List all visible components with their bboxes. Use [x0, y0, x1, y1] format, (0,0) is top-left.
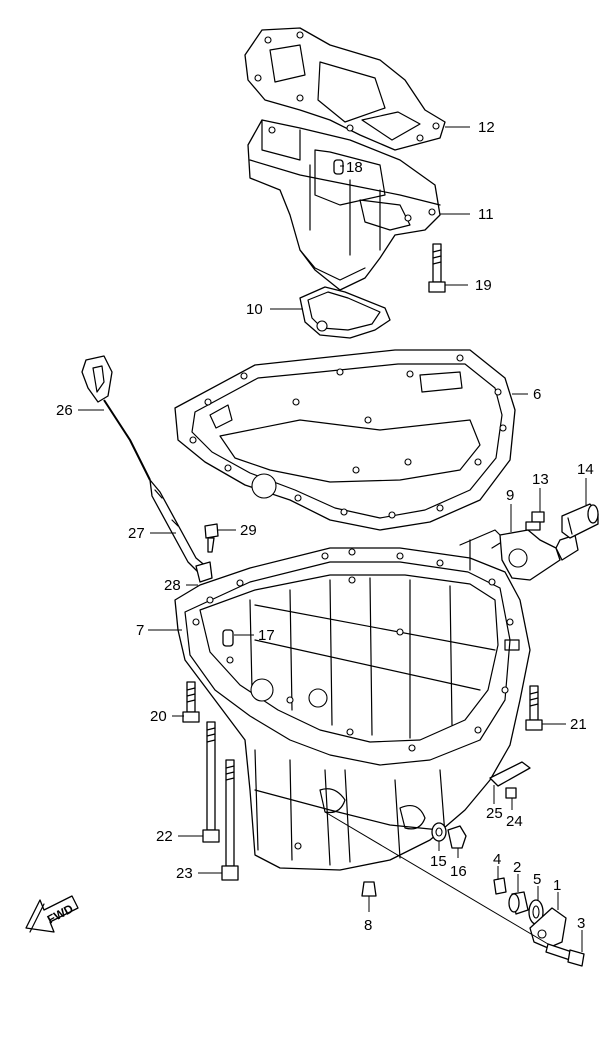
- callout-22: 22: [156, 828, 173, 845]
- bolt-21: [525, 685, 543, 731]
- bracket-25: [489, 761, 531, 787]
- hose-connector-14: [561, 503, 599, 539]
- screw-24: [505, 787, 517, 799]
- callout-16: 16: [450, 863, 467, 880]
- callout-25: 25: [486, 805, 503, 822]
- oil-pan-gasket: [174, 349, 516, 531]
- washer-15: [431, 822, 447, 842]
- bolt-13: [525, 511, 545, 531]
- callout-23: 23: [176, 865, 193, 882]
- callout-6: 6: [533, 386, 541, 403]
- oil-pan: [174, 529, 531, 871]
- oil-level-gauge: [81, 355, 213, 583]
- callout-11: 11: [478, 206, 494, 223]
- callout-28: 28: [164, 577, 181, 594]
- bolt-19: [428, 243, 446, 293]
- callout-12: 12: [478, 119, 495, 136]
- callout-29: 29: [240, 522, 257, 539]
- callout-13: 13: [532, 471, 549, 488]
- bolt-4: [493, 877, 507, 895]
- fwd-arrow-icon: FWD: [25, 895, 79, 933]
- plug-8: [361, 881, 377, 897]
- callout-4: 4: [493, 851, 501, 868]
- callout-20: 20: [150, 708, 167, 725]
- bolt-22: [202, 721, 220, 843]
- sleeve-2: [508, 891, 529, 915]
- callout-26: 26: [56, 402, 73, 419]
- bolt-3: [545, 943, 585, 967]
- drain-plug-16: [447, 825, 467, 849]
- callout-21: 21: [570, 716, 587, 733]
- callout-1: 1: [553, 877, 561, 894]
- callout-9: 9: [506, 487, 514, 504]
- callout-24: 24: [506, 813, 523, 830]
- callout-27: 27: [128, 525, 145, 542]
- fitting-assembly: [499, 529, 579, 581]
- callout-14: 14: [577, 461, 594, 478]
- callout-7: 7: [136, 622, 144, 639]
- sensor-1: [529, 907, 567, 949]
- callout-15: 15: [430, 853, 447, 870]
- oil-strainer-housing: [247, 119, 441, 291]
- dowel-pin-18: [333, 159, 344, 175]
- gasket-upper: [244, 27, 446, 151]
- bolt-20: [182, 681, 200, 723]
- callout-2: 2: [513, 859, 521, 876]
- bolt-29: [204, 523, 219, 553]
- callout-5: 5: [533, 871, 541, 888]
- dowel-pin-17: [222, 629, 234, 647]
- strainer-gasket: [299, 286, 391, 339]
- callout-19: 19: [475, 277, 492, 294]
- callout-3: 3: [577, 915, 585, 932]
- callout-18: 18: [346, 159, 363, 176]
- callout-8: 8: [364, 917, 372, 934]
- bolt-23: [221, 759, 239, 881]
- callout-group: 12 18 11 19 10 6 26 9 13 14 27 29: [56, 119, 594, 952]
- callout-17: 17: [258, 627, 275, 644]
- callout-10: 10: [246, 301, 263, 318]
